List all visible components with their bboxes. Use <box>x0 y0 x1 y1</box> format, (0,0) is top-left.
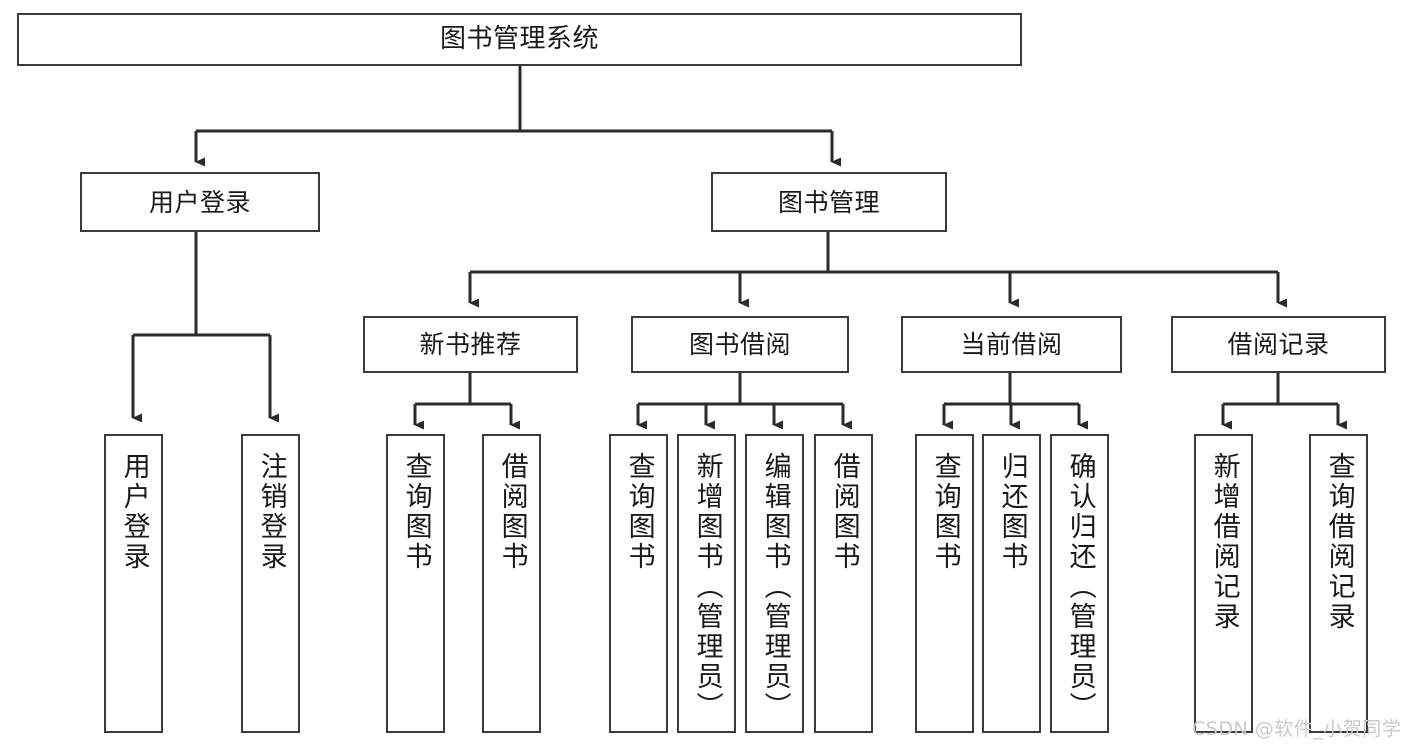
node-label: 新增借阅记录 <box>1208 452 1240 632</box>
node-label: 查询图书 <box>623 452 655 572</box>
node-label: 图书管理系统 <box>439 24 599 55</box>
node-label: 查询图书 <box>400 452 432 572</box>
node-user-login[interactable]: 用户登录 <box>80 172 320 232</box>
node-book-borrow[interactable]: 图书借阅 <box>631 316 849 373</box>
node-label: 借阅记录 <box>1227 330 1330 359</box>
node-leaf-query-book-recommend[interactable]: 查询图书 <box>386 434 445 733</box>
node-leaf-borrow-book[interactable]: 借阅图书 <box>814 434 873 733</box>
node-leaf-add-book[interactable]: 新增图书（管理员） <box>677 434 736 733</box>
node-leaf-logout[interactable]: 注销登录 <box>241 434 300 733</box>
node-label: 新书推荐 <box>419 330 522 359</box>
node-leaf-user-login[interactable]: 用户登录 <box>104 434 163 733</box>
node-leaf-query-book-borrow[interactable]: 查询图书 <box>609 434 668 733</box>
node-label: 当前借阅 <box>960 330 1063 359</box>
node-leaf-return-book[interactable]: 归还图书 <box>982 434 1041 733</box>
node-label: 借阅图书 <box>828 452 860 572</box>
node-leaf-query-borrow-record[interactable]: 查询借阅记录 <box>1309 434 1368 733</box>
node-label: 查询借阅记录 <box>1323 452 1355 632</box>
node-leaf-edit-book[interactable]: 编辑图书（管理员） <box>745 434 804 733</box>
node-label: 借阅图书 <box>496 452 528 572</box>
node-leaf-confirm-return[interactable]: 确认归还（管理员） <box>1050 434 1109 733</box>
node-leaf-query-book-current[interactable]: 查询图书 <box>915 434 974 733</box>
node-label: 查询图书 <box>929 452 961 572</box>
node-book-management-system[interactable]: 图书管理系统 <box>17 13 1022 66</box>
node-label: 新增图书（管理员） <box>691 452 723 722</box>
node-leaf-add-borrow-record[interactable]: 新增借阅记录 <box>1194 434 1253 733</box>
node-label: 图书管理 <box>777 187 880 217</box>
node-label: 归还图书 <box>996 452 1028 572</box>
csdn-watermark: CSDN @软件_小贺同学 <box>1192 718 1402 740</box>
node-new-book-recommend[interactable]: 新书推荐 <box>363 316 578 373</box>
node-current-borrow[interactable]: 当前借阅 <box>901 316 1122 373</box>
node-label: 图书借阅 <box>688 330 791 359</box>
node-label: 用户登录 <box>118 452 150 572</box>
node-book-management[interactable]: 图书管理 <box>711 172 947 232</box>
node-label: 用户登录 <box>148 187 251 217</box>
node-label: 注销登录 <box>255 452 287 572</box>
node-label: 确认归还（管理员） <box>1064 452 1096 722</box>
node-leaf-borrow-book-recommend[interactable]: 借阅图书 <box>482 434 541 733</box>
node-borrow-record[interactable]: 借阅记录 <box>1171 316 1386 373</box>
node-label: 编辑图书（管理员） <box>759 452 791 722</box>
